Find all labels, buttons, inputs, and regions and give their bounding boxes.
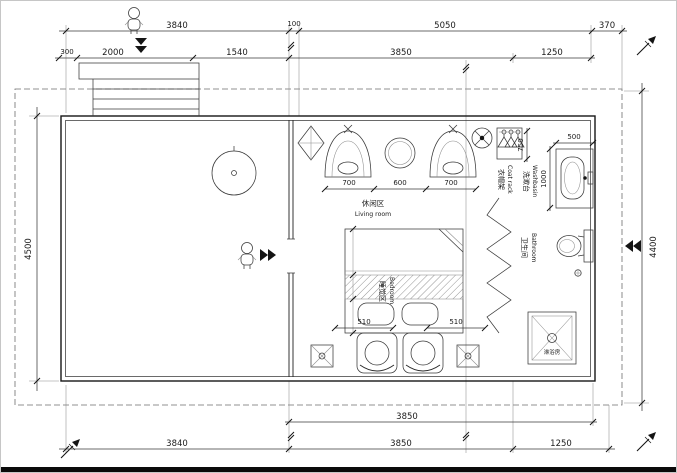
room-label-coatrack-en: Coat rack — [506, 165, 513, 194]
washbasin-icon — [555, 148, 594, 209]
dim-label: 1250 — [550, 439, 572, 449]
dim-label: 3840 — [166, 439, 188, 449]
dim-top-outer: 3840 100 5050 370 — [59, 20, 627, 35]
dim-label: 700 — [342, 179, 355, 187]
dim-label: 510 — [449, 318, 462, 326]
dim-label: 4400 — [649, 236, 659, 258]
room-label-coatrack-zh: 衣帽架 — [497, 169, 506, 190]
dim-label: 1250 — [541, 48, 563, 58]
dim-washbasin: 500 1000 — [540, 133, 597, 212]
round-table-icon — [211, 146, 257, 196]
partition-wall — [287, 120, 295, 377]
dim-label: 300 — [60, 48, 73, 56]
shower-label: 淋浴房 — [544, 348, 561, 356]
entry-arrow-icon — [135, 38, 147, 53]
person-icon — [237, 242, 257, 270]
dim-label: 4500 — [24, 238, 34, 260]
dim-label: 1540 — [226, 48, 248, 58]
hatch-blanket — [345, 275, 463, 299]
dim-label: 5050 — [434, 21, 456, 31]
floor-drain-icon — [574, 269, 582, 277]
dim-bottom-inner: 3850 — [285, 412, 597, 426]
room-label-bathroom-en: Bathroom — [530, 233, 537, 263]
dim-bed-length — [349, 225, 357, 337]
entry-arrow-icon — [625, 240, 641, 252]
shower-icon: 淋浴房 — [527, 311, 577, 365]
side-table-icon — [384, 137, 416, 169]
person-icon — [124, 7, 144, 35]
armchair-icon — [402, 332, 444, 374]
dim-label: 3850 — [390, 439, 412, 449]
dim-label: 1000 — [540, 170, 548, 188]
nightstand-icon — [310, 344, 334, 368]
room-label-living-zh: 休闲区 — [362, 198, 385, 208]
dim-label: 100 — [287, 20, 300, 28]
dim-label: 3840 — [166, 21, 188, 31]
room-label-bedroom-en: Bedroom — [388, 277, 395, 304]
entry-steps — [78, 62, 200, 116]
sheet-border-bar — [1, 467, 676, 472]
nightstand-icon — [456, 344, 480, 368]
folding-door — [486, 197, 512, 334]
dim-label: 700 — [444, 179, 457, 187]
dim-top-inner: 300 2000 1540 3850 1250 — [55, 48, 595, 62]
dim-label: 3850 — [396, 412, 418, 422]
coat-rack-icon — [496, 127, 525, 160]
room-label-living-en: Living room — [355, 211, 391, 218]
dim-right: 4400 — [638, 83, 659, 411]
pillow — [401, 302, 439, 326]
bed — [344, 228, 464, 334]
armchair-icon — [356, 332, 398, 374]
entry-arrow-icon — [260, 249, 276, 261]
room-label-washbasin-en: Washbasin — [531, 165, 538, 197]
grid-lines — [29, 25, 649, 453]
tent-chair-icon — [429, 124, 477, 178]
dim-living-seats: 700 600 700 — [321, 179, 480, 193]
dim-label: 600 — [393, 179, 406, 187]
dim-left: 4500 — [24, 107, 41, 391]
dim-label: 750 — [517, 138, 525, 151]
dim-label: 3850 — [390, 48, 412, 58]
plant-icon — [297, 125, 325, 161]
dim-coat-rack: 750 — [517, 127, 531, 163]
dim-label: 510 — [357, 318, 370, 326]
pen-marker-icon — [636, 35, 657, 56]
pen-marker-icon — [636, 431, 657, 452]
toilet-icon — [556, 229, 594, 263]
pen-marker-icon — [60, 438, 81, 459]
site-boundary — [14, 88, 623, 406]
dim-label: 500 — [567, 133, 580, 141]
room-label-bathroom-zh: 卫生间 — [520, 237, 529, 258]
pillow — [357, 302, 395, 326]
room-label-bedroom-zh: 睡觉区 — [378, 281, 387, 302]
dim-bottom-outer: 3840 3850 1250 — [59, 439, 615, 453]
dim-label: 370 — [599, 21, 615, 31]
room-label-washbasin-zh: 洗漱台 — [522, 171, 531, 192]
dim-label: 2000 — [102, 48, 124, 58]
tent-chair-icon — [324, 124, 372, 178]
ceiling-fan-icon — [471, 127, 493, 149]
dim-bed-sides: 510 510 — [331, 318, 489, 332]
building-wall — [60, 115, 596, 382]
